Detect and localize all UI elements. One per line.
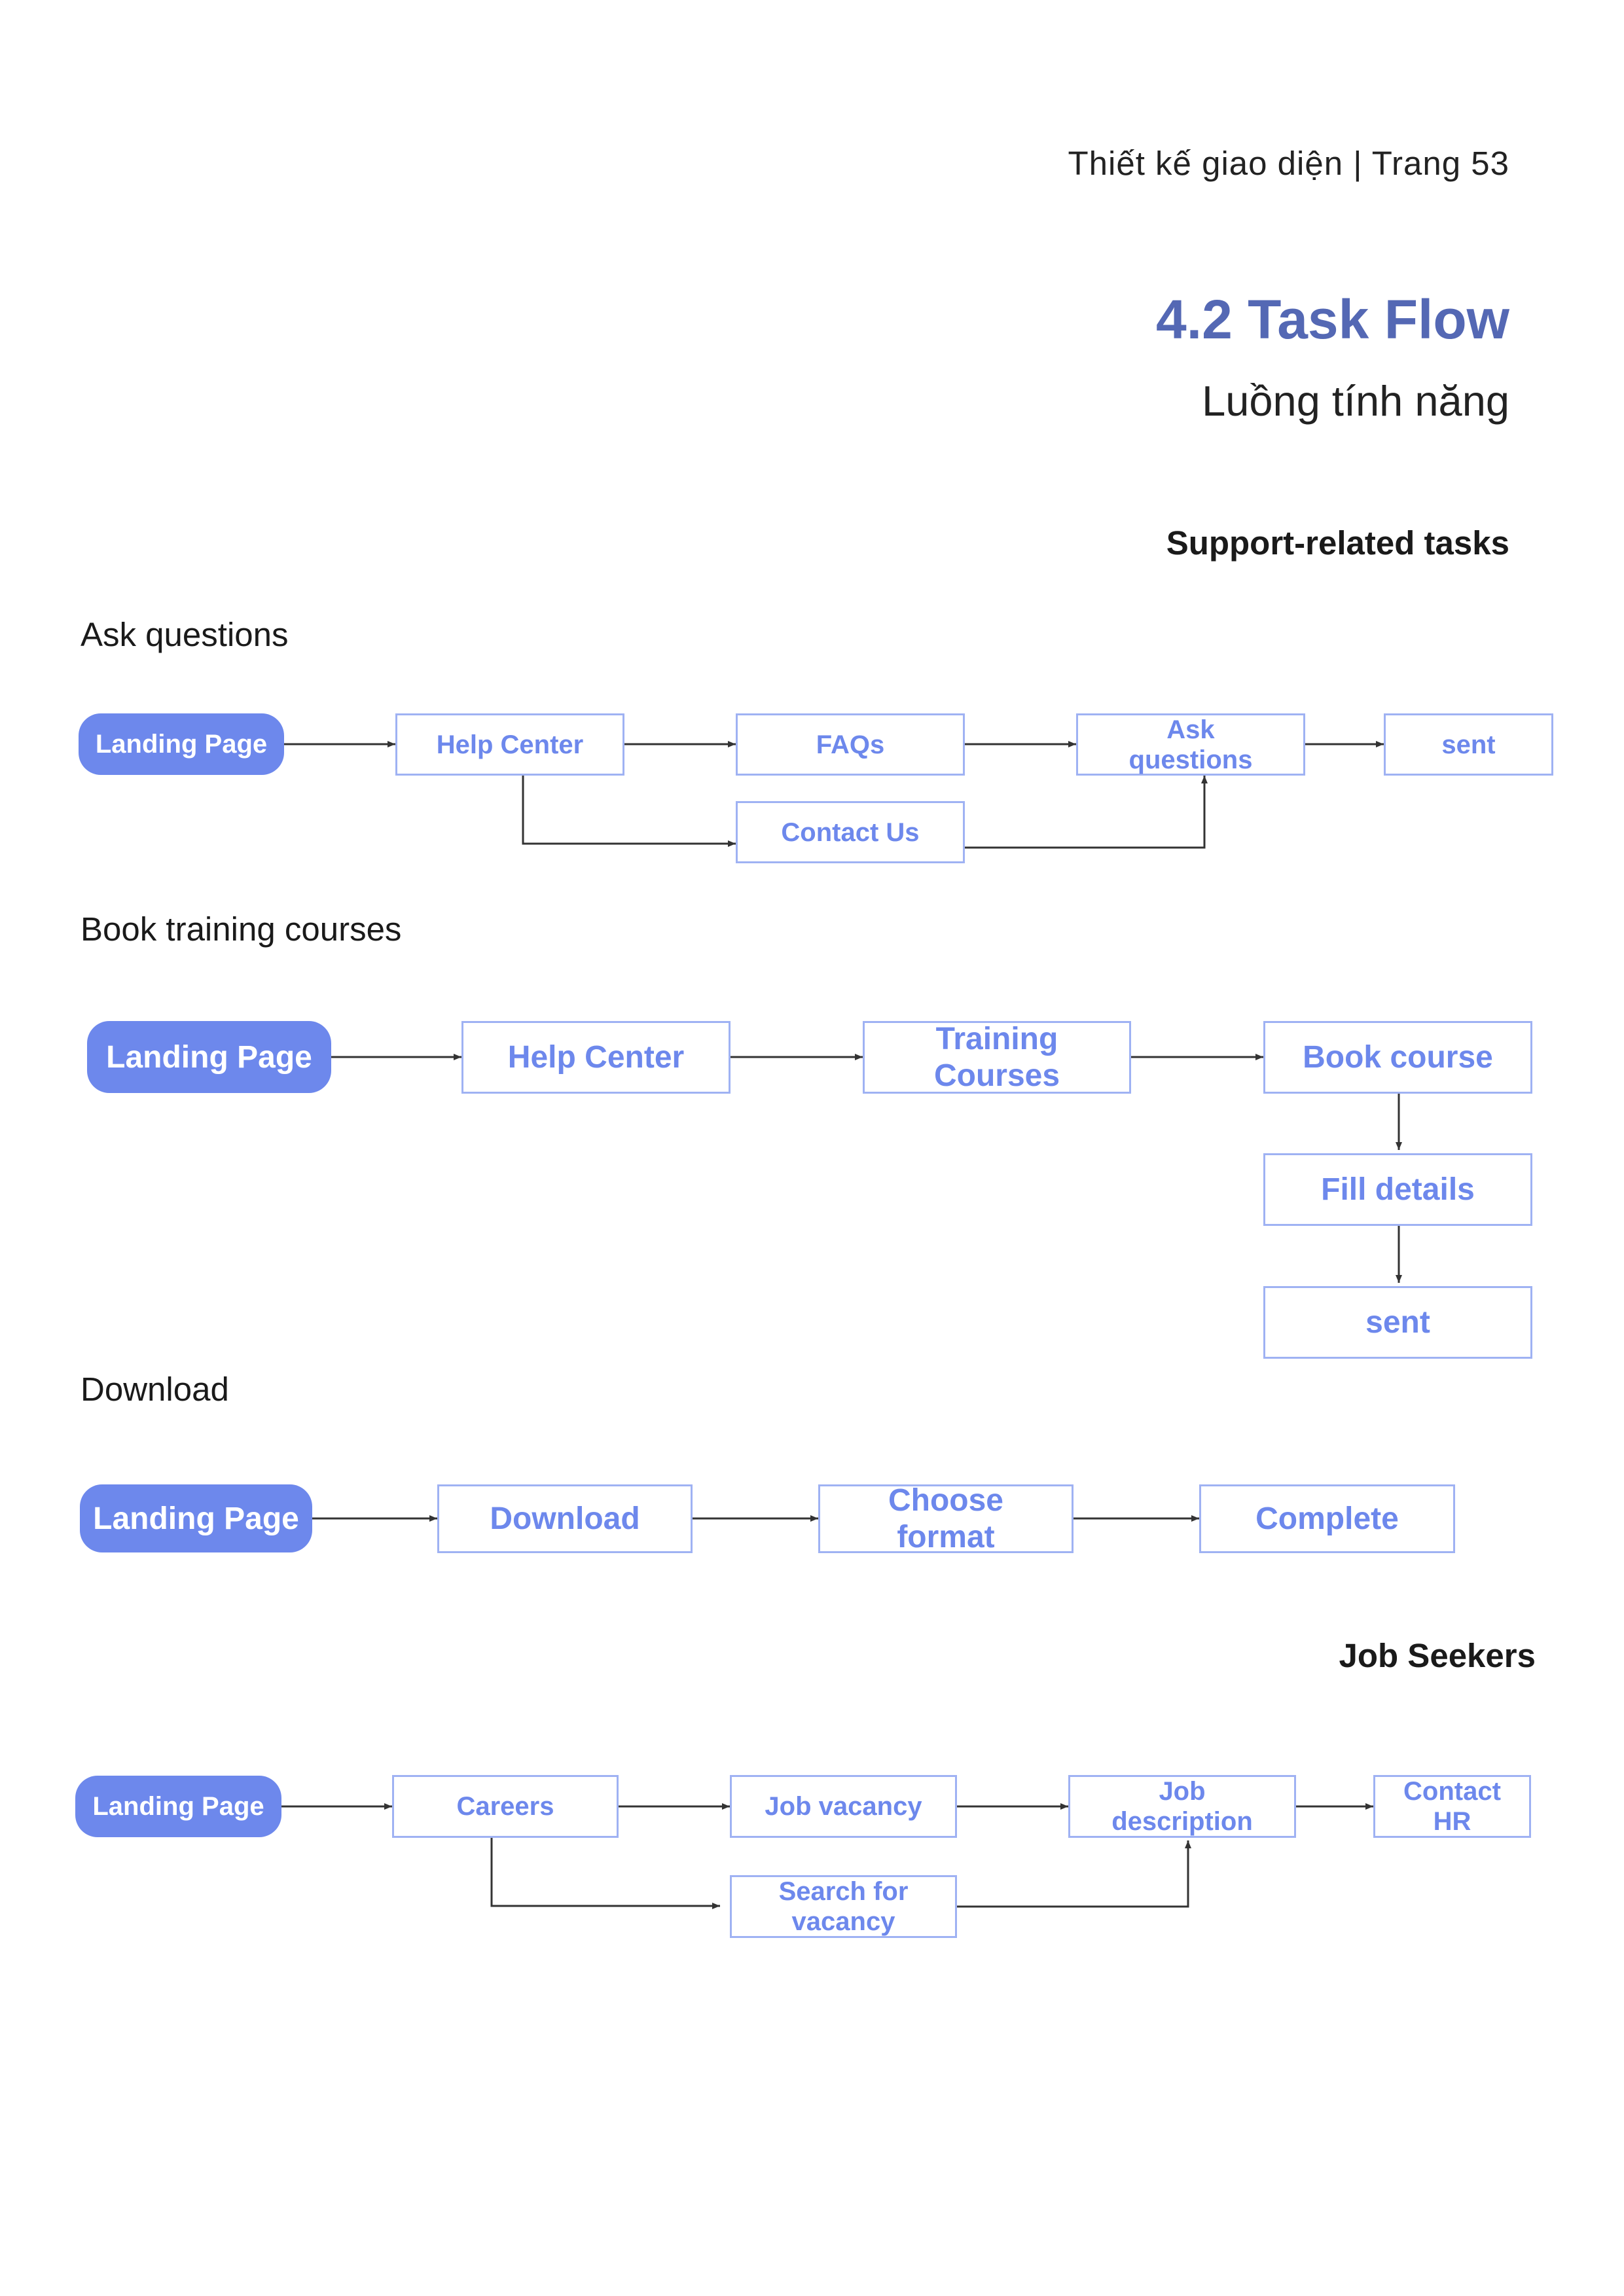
group-title-job-seekers: Job Seekers: [1339, 1637, 1536, 1674]
node-landing-page: Landing Page: [75, 1776, 281, 1837]
node-faqs: FAQs: [736, 713, 965, 776]
page-header: Thiết kế giao diện | Trang 53: [1068, 145, 1509, 182]
group-title-support: Support-related tasks: [1166, 524, 1509, 562]
node-help-center: Help Center: [461, 1021, 731, 1094]
connector: [965, 776, 1208, 849]
node-search-vacancy: Search for vacancy: [730, 1875, 957, 1938]
section-title: 4.2 Task Flow: [1156, 289, 1509, 350]
node-contact-hr: Contact HR: [1373, 1775, 1531, 1838]
connector: [957, 1840, 1191, 1908]
node-help-center: Help Center: [395, 713, 624, 776]
section-subtitle: Luồng tính năng: [1202, 377, 1509, 425]
node-job-vacancy: Job vacancy: [730, 1775, 957, 1838]
flow-title-ask-questions: Ask questions: [81, 616, 289, 653]
node-landing-page: Landing Page: [87, 1021, 331, 1093]
node-fill-details: Fill details: [1263, 1153, 1532, 1226]
connector: [522, 776, 736, 847]
node-book-course: Book course: [1263, 1021, 1532, 1094]
node-contact-us: Contact Us: [736, 801, 965, 863]
flow-title-book-training: Book training courses: [81, 910, 402, 948]
node-landing-page: Landing Page: [79, 713, 284, 775]
node-download: Download: [437, 1484, 693, 1553]
node-sent: sent: [1263, 1286, 1532, 1359]
node-landing-page: Landing Page: [80, 1484, 312, 1552]
connector: [490, 1838, 720, 1909]
node-sent: sent: [1384, 713, 1553, 776]
node-careers: Careers: [392, 1775, 619, 1838]
flow-title-download: Download: [81, 1371, 229, 1408]
node-training-courses: Training Courses: [863, 1021, 1131, 1094]
node-ask-questions: Ask questions: [1076, 713, 1305, 776]
node-job-description: Job description: [1068, 1775, 1296, 1838]
node-choose-format: Choose format: [818, 1483, 1074, 1554]
node-complete: Complete: [1199, 1484, 1455, 1553]
